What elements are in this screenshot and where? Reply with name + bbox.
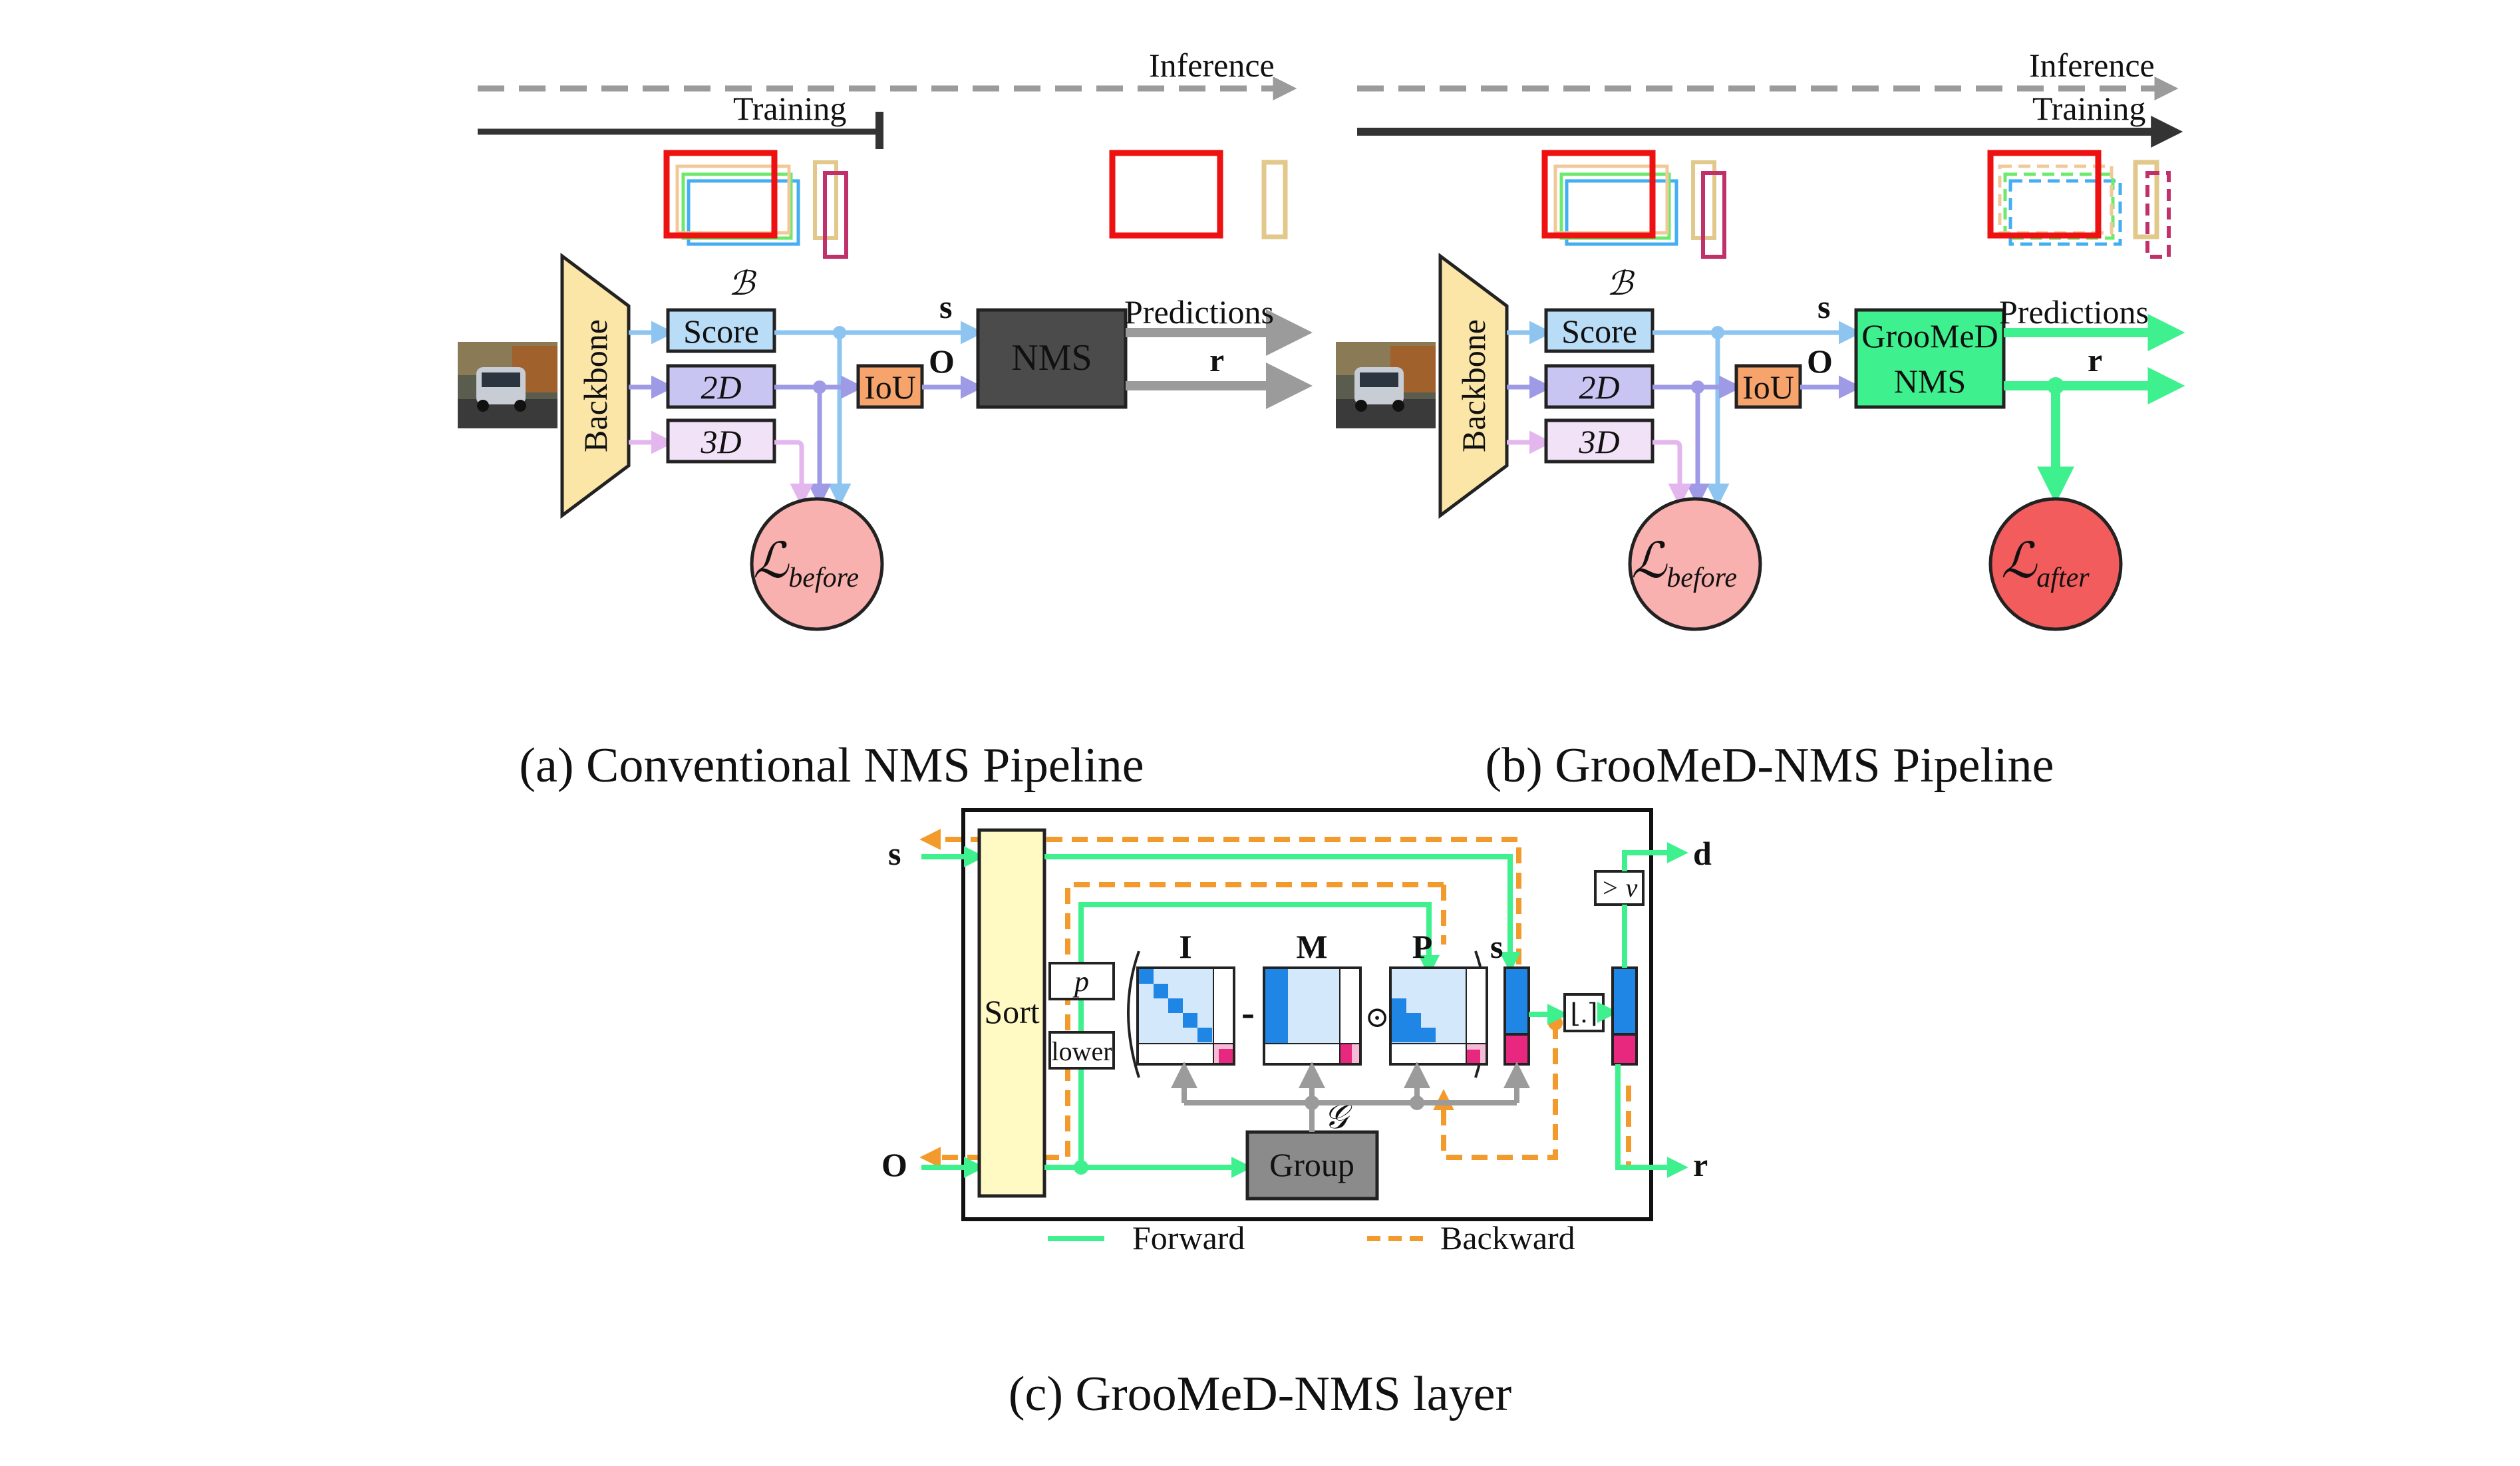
groomed-nms-box [1854, 308, 2006, 409]
loss-after [1988, 497, 2123, 631]
svg-text:⌊.⌉: ⌊.⌉ [1570, 998, 1597, 1028]
svg-text:3D: 3D [1578, 423, 1619, 460]
svg-text:ℒafter: ℒafter [2001, 534, 2090, 593]
input-image-b [1336, 342, 1436, 428]
svg-text:2D: 2D [701, 368, 741, 406]
svg-text:lower: lower [1051, 1036, 1112, 1066]
group-box [1245, 1130, 1379, 1201]
legend: Forward Backward [1048, 1219, 1575, 1256]
svg-text:ℬ: ℬ [1607, 265, 1635, 302]
svg-text:ℒbefore: ℒbefore [753, 534, 859, 593]
svg-text:> v: > v [1601, 873, 1638, 903]
loss-before [750, 497, 884, 631]
svg-text:NMS: NMS [1894, 363, 1966, 400]
svg-text:Training: Training [2032, 90, 2145, 127]
svg-text:O: O [1807, 343, 1833, 380]
svg-text:Score: Score [683, 313, 759, 350]
svg-text:⊙: ⊙ [1365, 1001, 1390, 1034]
s-label: s [939, 288, 952, 325]
panel-conventional-nms: Inference Training ℬ [458, 47, 1313, 793]
forward-s-top-path [1044, 854, 1521, 973]
loss-before-b [1628, 497, 1762, 631]
predictions-label: Predictions [1124, 293, 1274, 331]
s-input-label: s [888, 835, 901, 872]
threshold-box [1594, 870, 1645, 906]
candidate-boxes [663, 150, 848, 259]
svg-text:Backbone: Backbone [1455, 319, 1492, 452]
svg-text:Sort: Sort [984, 993, 1039, 1030]
svg-text:s: s [1817, 288, 1830, 325]
svg-text:Inference: Inference [2029, 47, 2155, 84]
boxes-label: ℬ [728, 265, 757, 302]
caption-c: (c) GrooMeD-NMS layer [1009, 1367, 1511, 1421]
svg-text:Score: Score [1561, 313, 1637, 350]
backbone-label: Backbone [577, 319, 614, 452]
svg-text:3D: 3D [700, 423, 741, 460]
panel-groomed-nms: Inference Training ℬ [1336, 47, 2185, 793]
svg-text:P: P [1412, 928, 1433, 965]
svg-text:Group: Group [1269, 1146, 1354, 1183]
final-output-column [1611, 966, 1638, 1066]
s-output-column [1503, 966, 1530, 1066]
forward-s-path [1044, 902, 1440, 1170]
output-box-3d [1261, 160, 1288, 239]
svg-text:GrooMeD: GrooMeD [1861, 317, 1998, 355]
svg-text:ℒbefore: ℒbefore [1631, 534, 1737, 593]
panel-groomed-nms-layer: s O Sort p lower [881, 808, 1712, 1421]
svg-text:I: I [1179, 928, 1191, 965]
training-label: Training [733, 90, 846, 127]
o-label: O [929, 343, 955, 380]
backbone [560, 253, 631, 519]
svg-text:M: M [1296, 928, 1327, 965]
layer-frame [961, 808, 1653, 1221]
sort-box [977, 828, 1046, 1198]
svg-text:r: r [2088, 341, 2102, 378]
svg-text:s: s [1490, 928, 1503, 965]
caption-a: (a) Conventional NMS Pipeline [519, 738, 1144, 793]
matrix-p [1389, 966, 1488, 1066]
p-box [1048, 962, 1115, 1000]
inference-label: Inference [1149, 47, 1275, 84]
matrix-i [1136, 966, 1235, 1066]
nms-box [976, 308, 1128, 409]
legend-forward: Forward [1132, 1219, 1245, 1256]
svg-text:-: - [1241, 990, 1255, 1034]
svg-text:IoU: IoU [864, 368, 916, 406]
output-boxes-b [1987, 150, 2171, 259]
backward-s-path [919, 829, 1521, 964]
svg-text:IoU: IoU [1742, 368, 1794, 406]
svg-text:2D: 2D [1579, 368, 1619, 406]
legend-backward: Backward [1440, 1219, 1575, 1256]
r-output-label: r [1693, 1146, 1708, 1183]
input-image [458, 342, 557, 428]
svg-text:NMS: NMS [1011, 337, 1092, 378]
o-input-label: O [881, 1146, 907, 1183]
d-output-label: d [1693, 835, 1712, 872]
matrix-m [1263, 966, 1362, 1066]
candidate-boxes-b [1541, 150, 1726, 259]
svg-text:p: p [1072, 965, 1089, 998]
backbone-b [1438, 253, 1509, 519]
caption-b: (b) GrooMeD-NMS Pipeline [1485, 738, 2054, 793]
r-label: r [1209, 341, 1224, 378]
lower-box [1048, 1031, 1115, 1070]
svg-text:Predictions: Predictions [1999, 293, 2149, 331]
output-box-2d [1109, 150, 1223, 239]
